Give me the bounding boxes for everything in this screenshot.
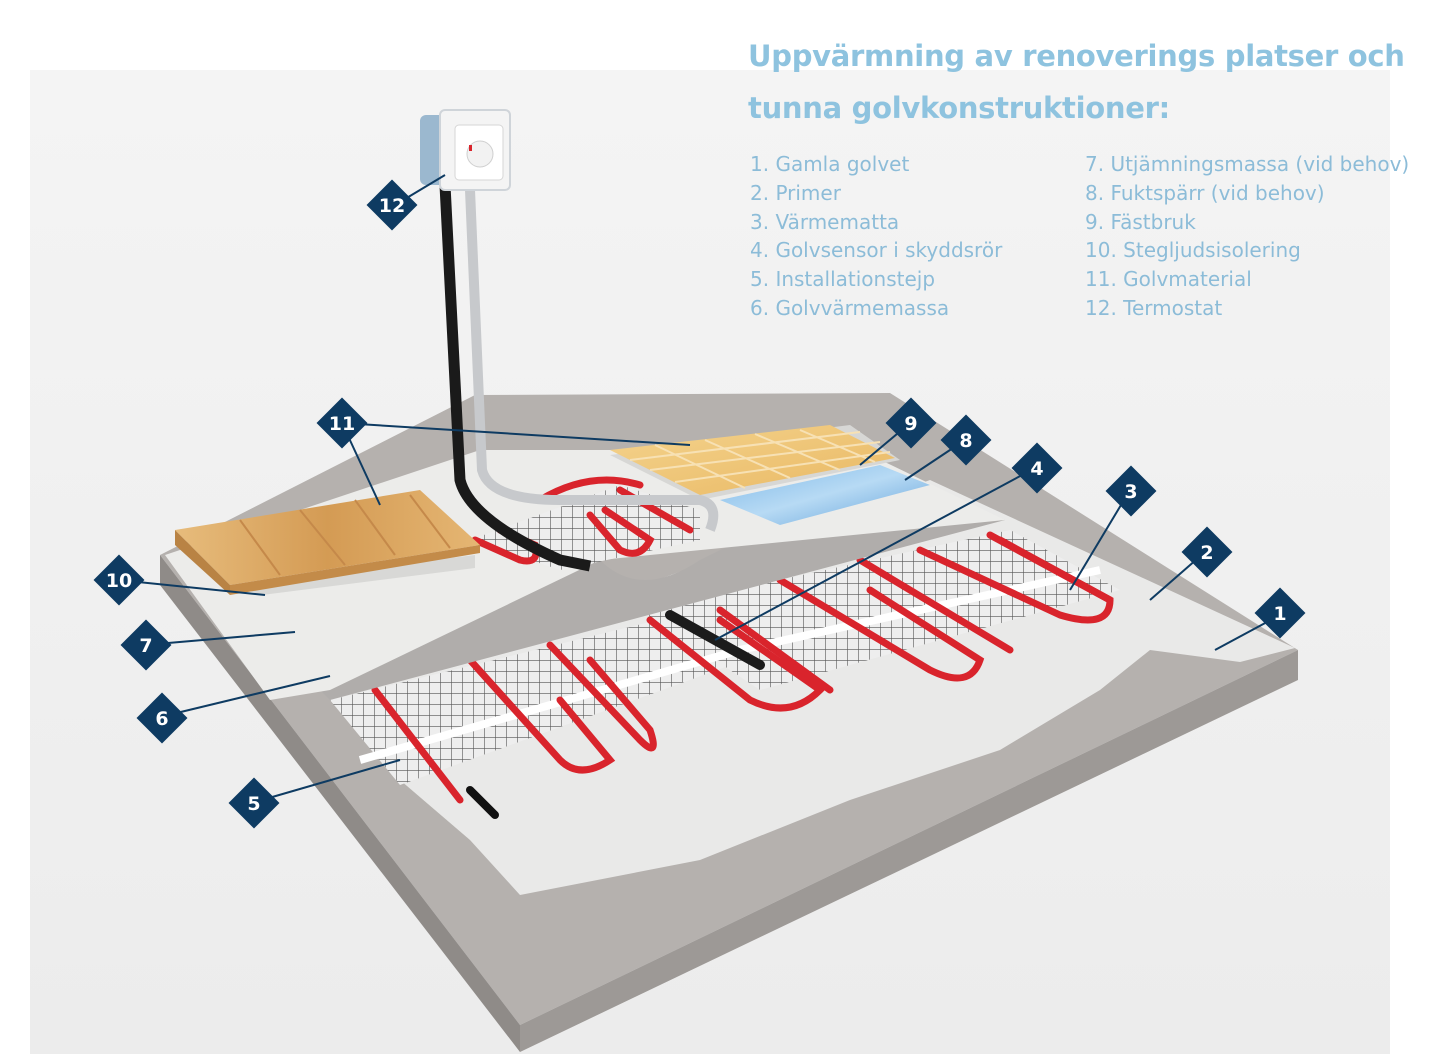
legend-item: 12. Termostat — [1085, 295, 1223, 320]
marker-6: 6 — [136, 692, 188, 744]
svg-text:3: 3 — [1124, 481, 1137, 503]
legend-column-left: 1. Gamla golvet 2. Primer 3. Värmematta … — [750, 150, 1002, 323]
svg-text:8: 8 — [959, 430, 972, 452]
legend-item: 2. Primer — [750, 180, 841, 205]
marker-12: 12 — [366, 179, 418, 231]
svg-text:1: 1 — [1273, 603, 1286, 625]
marker-3: 3 — [1105, 465, 1157, 517]
svg-text:5: 5 — [247, 793, 260, 815]
tile-floor — [610, 425, 895, 495]
legend-item: 11. Golvmaterial — [1085, 267, 1252, 292]
legend-item: 4. Golvsensor i skyddsrör — [750, 238, 1003, 263]
legend-item: 1. Gamla golvet — [750, 152, 910, 176]
legend-item: 10. Stegljudsisolering — [1085, 238, 1301, 263]
legend-item: 6. Golvvärmemassa — [750, 295, 950, 320]
svg-text:12: 12 — [379, 195, 405, 217]
thermostat — [420, 109, 511, 191]
svg-text:4: 4 — [1030, 458, 1043, 480]
diagram-title: Uppvärmning av renoverings platser och t… — [748, 39, 1405, 125]
marker-9: 9 — [885, 397, 937, 449]
legend-item: 3. Värmematta — [750, 209, 900, 234]
legend-item: 8. Fuktspärr (vid behov) — [1085, 180, 1325, 205]
legend-item: 7. Utjämningsmassa (vid behov) — [1085, 152, 1410, 176]
marker-4: 4 — [1011, 442, 1063, 494]
marker-2: 2 — [1181, 526, 1233, 578]
marker-10: 10 — [93, 554, 145, 606]
marker-7: 7 — [120, 619, 172, 671]
legend-item: 5. Installationstejp — [750, 267, 936, 292]
svg-text:6: 6 — [155, 708, 168, 730]
svg-text:10: 10 — [106, 570, 132, 592]
svg-text:7: 7 — [139, 635, 152, 657]
legend-column-right: 7. Utjämningsmassa (vid behov) 8. Fuktsp… — [1085, 150, 1409, 323]
svg-text:9: 9 — [904, 413, 917, 435]
thermostat-cable-conduit — [465, 189, 719, 532]
wood-floor — [175, 490, 480, 595]
svg-text:11: 11 — [329, 413, 355, 435]
marker-1: 1 — [1254, 587, 1306, 639]
svg-text:2: 2 — [1200, 542, 1213, 564]
leader-lines — [117, 174, 1281, 803]
legend-item: 9. Fästbruk — [1085, 209, 1196, 234]
marker-11: 11 — [316, 397, 368, 449]
marker-8: 8 — [940, 414, 992, 466]
heating-compound-layer — [270, 490, 1005, 700]
cable-cold-lead — [466, 786, 499, 819]
moisture-barrier — [720, 465, 930, 525]
heating-cable — [371, 531, 1114, 804]
thermostat-cable-black — [439, 184, 592, 572]
marker-5: 5 — [228, 777, 280, 829]
impact-sound-insulation — [230, 555, 475, 595]
